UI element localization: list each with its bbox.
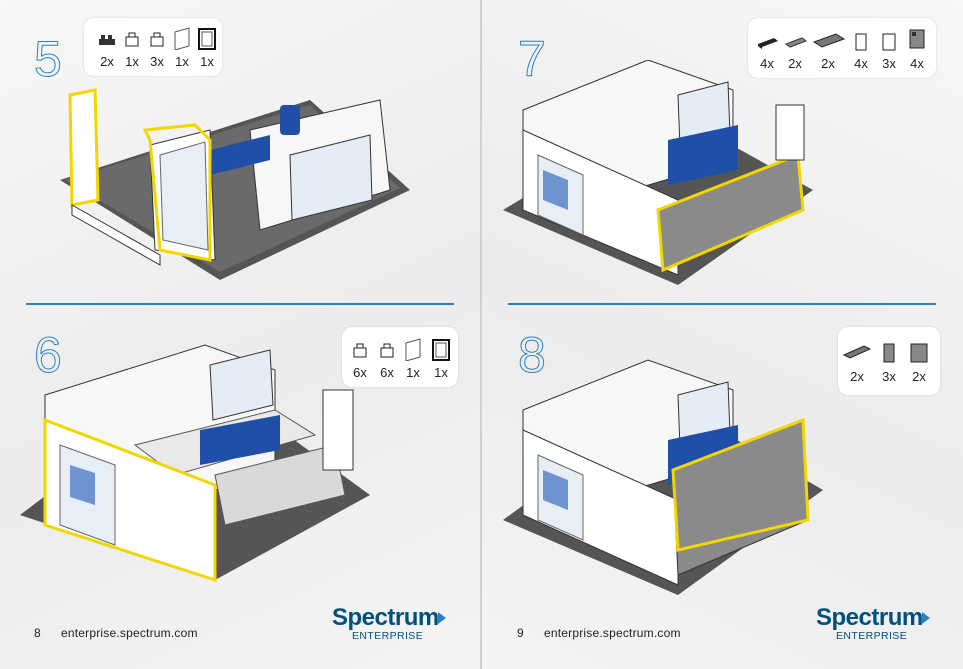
clear-panel-icon: 1x	[167, 26, 197, 76]
white-brick-1x2-icon: 3x	[874, 28, 904, 78]
logo-brand-text: Spectrum	[816, 604, 923, 631]
step-number-8: 8	[518, 327, 547, 383]
step-8-model-illustration	[503, 359, 823, 595]
white-brick-1x1-icon: 4x	[846, 28, 876, 78]
window-frame-icon: 1x	[192, 26, 222, 76]
white-brick-1x1-icon: 3x	[142, 26, 172, 76]
white-brick-1x1-icon: 1x	[117, 26, 147, 76]
left-page: 5 2x 1x 3x 1x 1x	[0, 0, 481, 669]
gray-panel-tall-icon: 3x	[874, 341, 904, 391]
step-number-5: 5	[34, 31, 63, 87]
logo-arrow-icon	[922, 612, 930, 624]
page-number: 9	[517, 626, 524, 640]
right-page: 7 4x 2x 2x 4x 3x 4x	[482, 0, 963, 669]
parts-list-step-8: 2x 3x 2x	[838, 327, 940, 395]
step-7-model-illustration	[503, 60, 813, 285]
footer-url[interactable]: enterprise.spectrum.com	[544, 626, 681, 640]
gray-tile-1x4-icon: 2x	[840, 341, 874, 391]
spectrum-enterprise-logo: Spectrum ENTERPRISE	[332, 604, 452, 648]
book-spine	[480, 0, 482, 669]
gray-panel-wide-icon: 2x	[904, 341, 934, 391]
section-divider	[508, 303, 936, 305]
logo-arrow-icon	[438, 612, 446, 624]
spectrum-enterprise-logo: Spectrum ENTERPRISE	[816, 604, 936, 648]
logo-sub-text: ENTERPRISE	[836, 630, 908, 642]
white-brick-1x1-icon: 6x	[345, 337, 375, 387]
section-divider	[26, 303, 454, 305]
page-number: 8	[34, 626, 41, 640]
window-frame-icon: 1x	[426, 337, 456, 387]
step-6-model-illustration	[20, 344, 370, 583]
gray-plate-1x2-icon: 2x	[780, 28, 810, 78]
parts-list-step-7: 4x 2x 2x 4x 3x 4x	[748, 18, 936, 78]
black-plate-1x2-icon: 4x	[752, 28, 782, 78]
black-plate-2x1-icon: 2x	[92, 26, 122, 76]
step-number-7: 7	[518, 31, 547, 87]
parts-list-step-5: 2x 1x 3x 1x 1x	[84, 18, 222, 76]
step-5-model-illustration	[60, 88, 410, 280]
gray-panel-icon: 4x	[902, 26, 932, 76]
logo-brand-text: Spectrum	[332, 604, 439, 631]
white-brick-1x1-icon: 6x	[372, 337, 402, 387]
parts-list-step-6: 6x 6x 1x 1x	[342, 327, 458, 387]
footer-url[interactable]: enterprise.spectrum.com	[61, 626, 198, 640]
clear-panel-icon: 1x	[398, 337, 428, 387]
gray-plate-2x4-icon: 2x	[810, 28, 846, 78]
logo-sub-text: ENTERPRISE	[352, 630, 424, 642]
step-number-6: 6	[34, 327, 63, 383]
